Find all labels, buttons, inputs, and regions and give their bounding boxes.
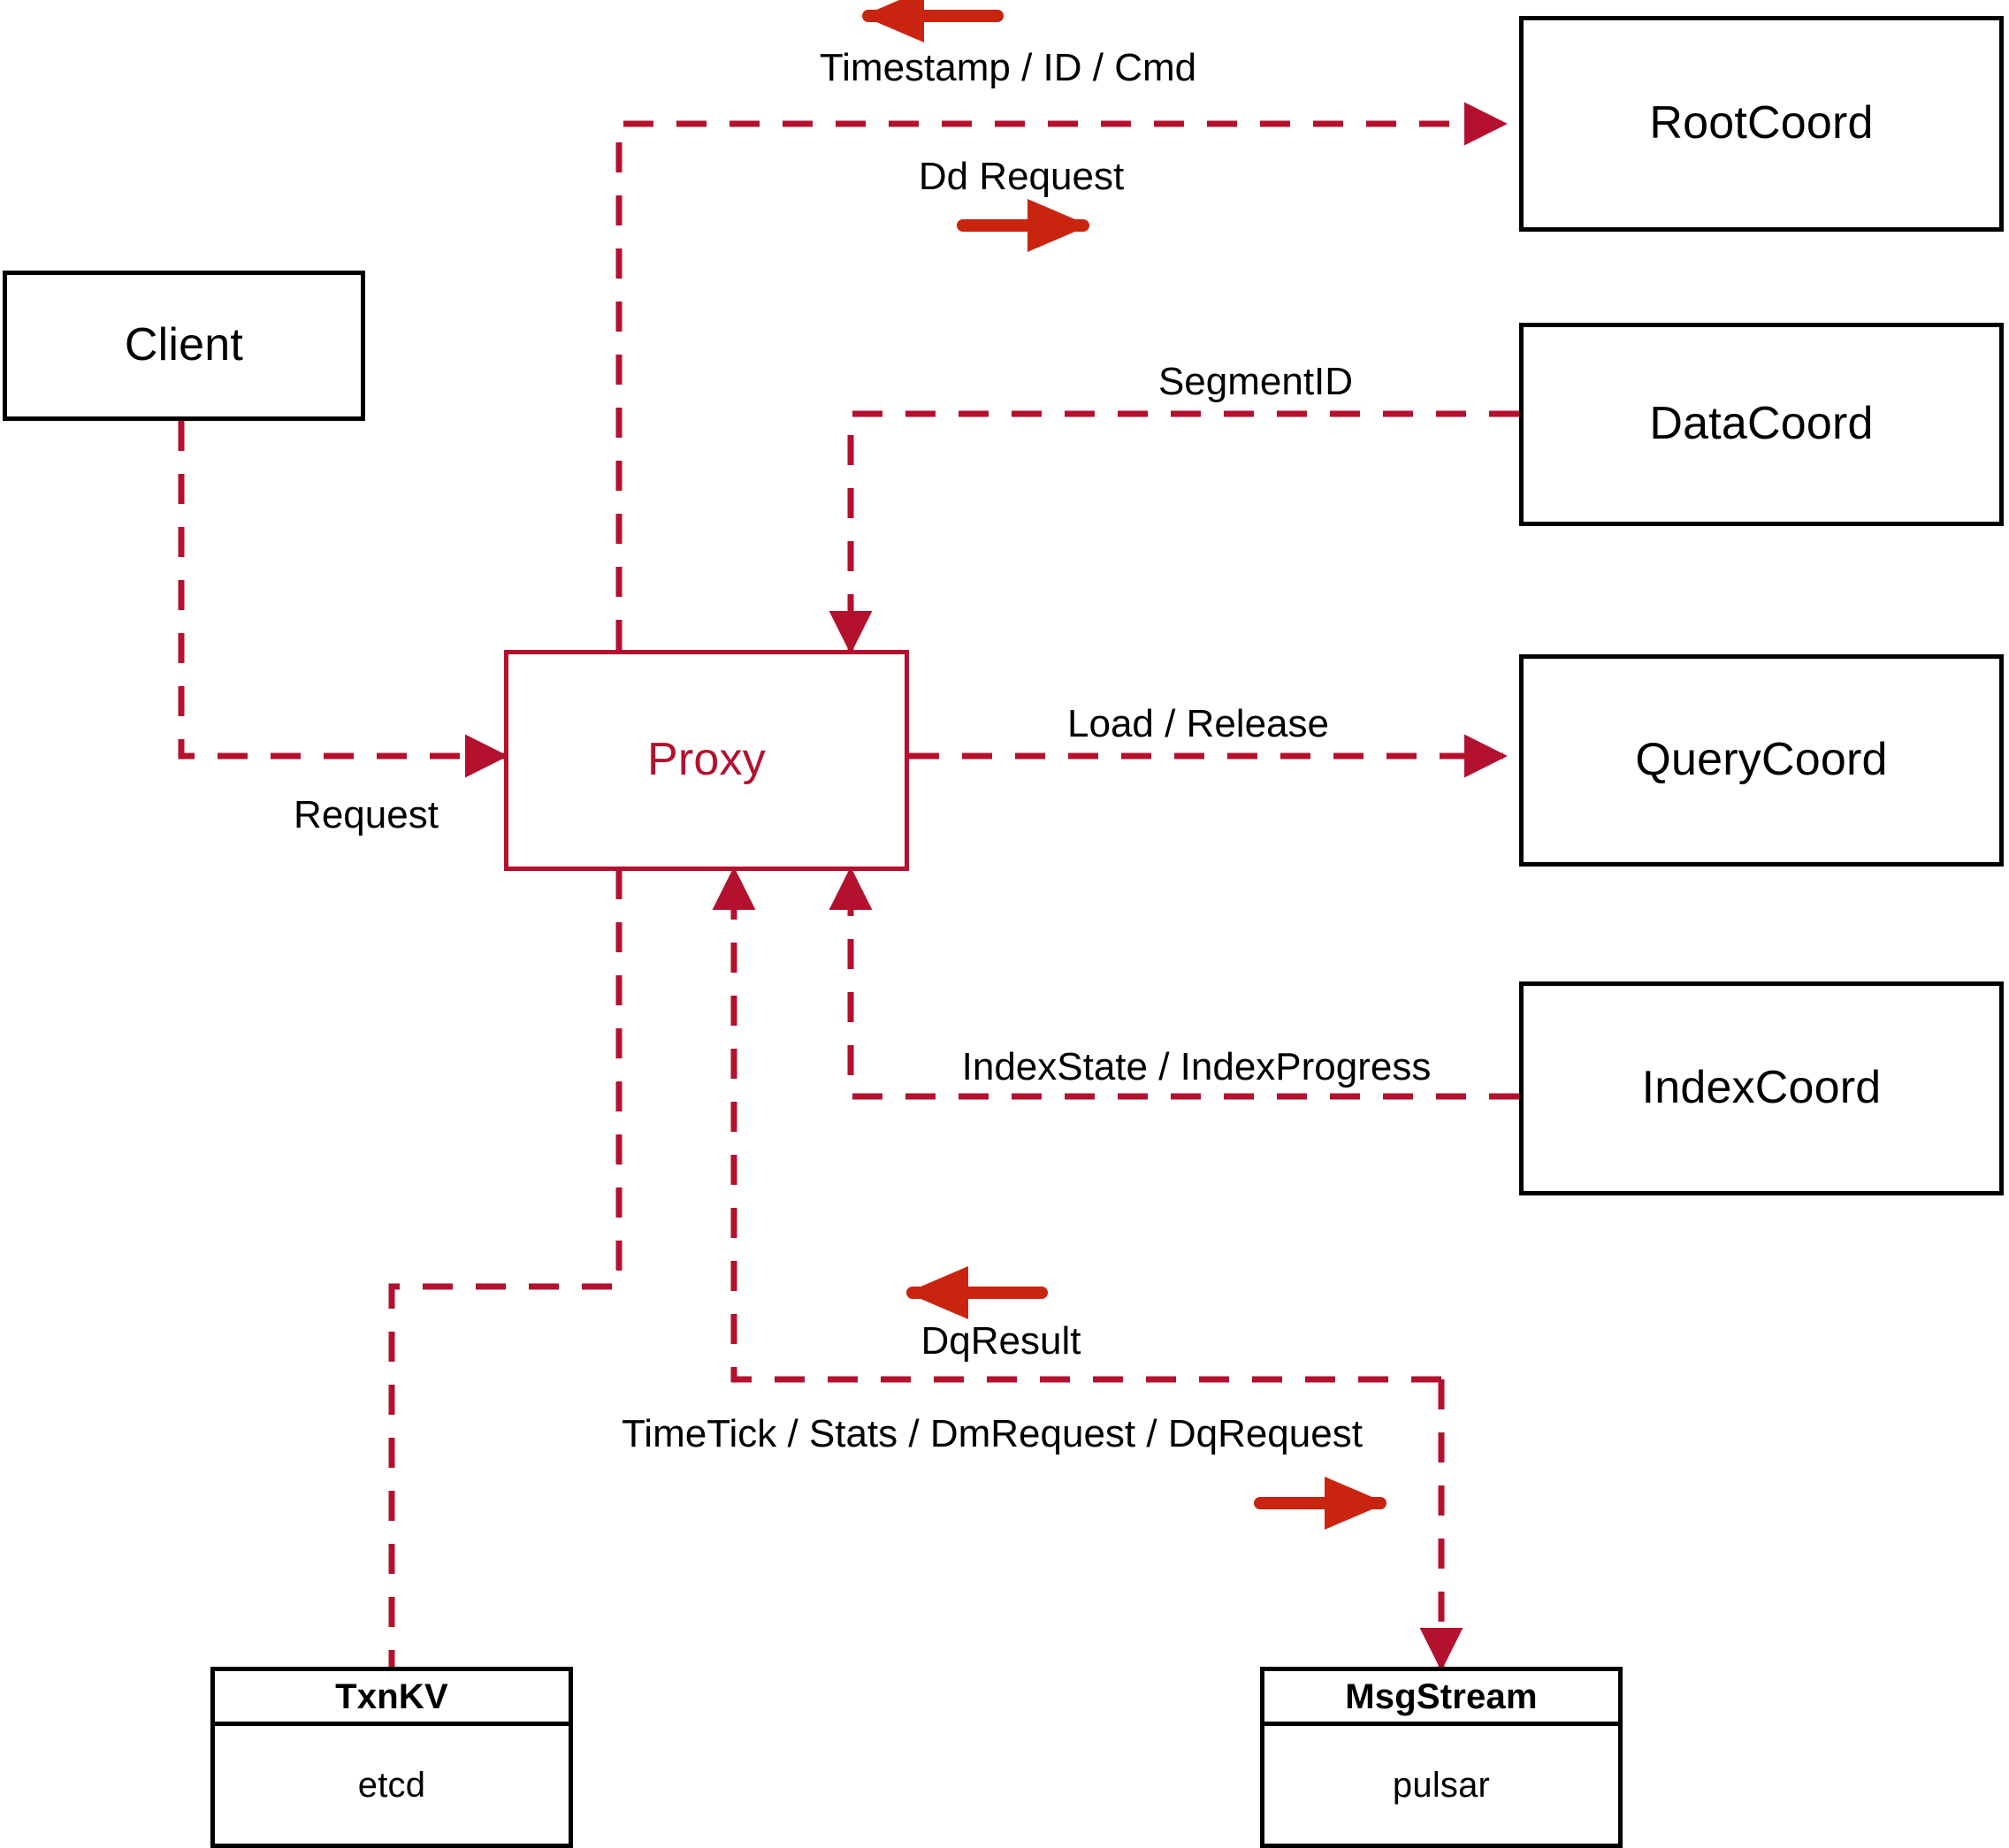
edge-label-timetick-bus: TimeTick / Stats / DmRequest / DqRequest [622,1412,1363,1455]
node-txnkv-body: etcd [215,1726,569,1844]
node-proxy-label: Proxy [647,734,766,786]
wire-msgstream-to-proxy [712,867,1441,1383]
node-txnkv[interactable]: TxnKV etcd [210,1667,573,1848]
node-client[interactable]: Client [3,271,365,421]
edge-label-segment-id: SegmentID [1157,360,1354,403]
edge-label-index-state-progress: IndexState / IndexProgress [961,1045,1432,1088]
wire-proxy-to-txnkv [388,869,623,1667]
direction-arrow-dq-result [906,1266,1048,1319]
node-msgstream-body: pulsar [1264,1726,1618,1844]
edge-label-dd-request: Dd Request [918,155,1125,198]
node-datacoord-label: DataCoord [1649,398,1874,450]
edge-label-dq-result: DqResult [920,1319,1081,1363]
node-querycoord-label: QueryCoord [1635,734,1888,786]
node-msgstream-body-label: pulsar [1392,1765,1491,1805]
node-msgstream-header: MsgStream [1264,1671,1618,1726]
wire-client-to-proxy [178,421,508,778]
node-txnkv-body-label: etcd [357,1765,426,1805]
direction-arrows [862,0,1386,1530]
wire-proxy-to-rootcoord [615,102,1508,650]
wire-datacoord-to-proxy [829,410,1519,654]
direction-arrow-timestamp-id-cmd [862,0,1004,42]
node-datacoord[interactable]: DataCoord [1519,323,2004,526]
edge-label-timestamp-id-cmd: Timestamp / ID / Cmd [819,46,1197,89]
node-indexcoord[interactable]: IndexCoord [1519,981,2004,1195]
node-rootcoord[interactable]: RootCoord [1519,16,2004,232]
node-msgstream[interactable]: MsgStream pulsar [1260,1667,1623,1848]
node-client-label: Client [124,319,244,371]
node-indexcoord-label: IndexCoord [1641,1062,1882,1114]
edge-label-load-release: Load / Release [1067,702,1329,745]
node-rootcoord-label: RootCoord [1649,97,1874,149]
node-txnkv-header-label: TxnKV [335,1676,448,1716]
node-querycoord[interactable]: QueryCoord [1519,654,2004,867]
direction-arrow-dd-request [957,199,1089,252]
node-msgstream-header-label: MsgStream [1345,1676,1538,1716]
direction-arrow-timetick [1254,1477,1386,1530]
node-proxy[interactable]: Proxy [504,650,909,871]
node-txnkv-header: TxnKV [215,1671,569,1726]
edge-label-request: Request [294,793,439,836]
